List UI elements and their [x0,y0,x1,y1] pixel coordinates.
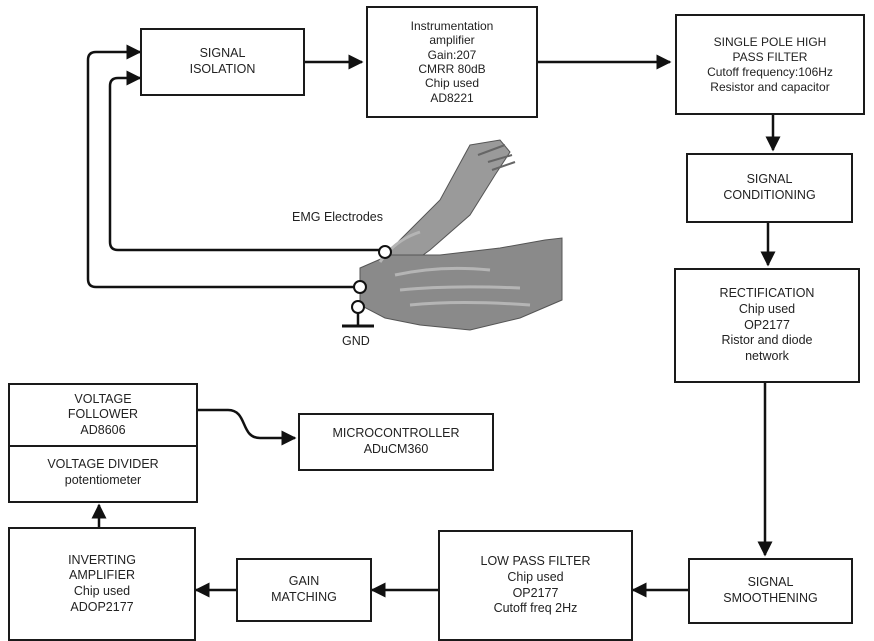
electrode-dot-ground [351,300,365,314]
block-text-line: AD8606 [80,422,126,437]
block-text-line: LOW PASS FILTER [480,554,591,569]
block-text-line: Chip used [73,584,131,598]
block-text-line: Chip used [424,76,480,91]
wire-electrode-upper [108,70,385,252]
block-text-line: Chip used [507,569,564,584]
block-text-line: MICROCONTROLLER [332,426,460,441]
arm-muscle-illustration [359,139,563,331]
block-text-line: SIGNAL [199,46,246,61]
arrow-follower-to-mcu [198,408,297,446]
block-text-line: FOLLOWER [67,407,139,422]
block-text-line: ADOP2177 [70,599,134,614]
block-text-line: Chip used [738,302,796,317]
block-text-line: network [745,348,789,363]
block-text-line: Resistor and capacitor [710,79,830,94]
block-text-line: VOLTAGE [74,391,132,406]
electrode-dot-lower [353,280,367,294]
block-text-line: Instrumentation [410,18,494,33]
emg-electrodes-label: EMG Electrodes [292,210,384,224]
electrode-dot-upper [378,245,392,259]
block-text-line: AMPLIFIER [69,568,135,583]
block-text-line: SIGNAL [746,172,793,187]
block-text-line: OP2177 [744,317,790,332]
block-text-line: Ristor and diode [721,333,813,348]
block-text-line: SINGLE POLE HIGH [713,34,827,49]
block-text-line: PASS FILTER [732,49,808,64]
block-text-line: CONDITIONING [723,188,816,202]
block-text-line: CMRR 80dB [418,62,486,76]
block-text-line: ISOLATION [189,62,256,76]
block-text-line: SIGNAL [747,575,794,590]
block-text-line: OP2177 [512,585,559,600]
block-text-line: Cutoff freq 2Hz [493,601,578,616]
block-text-line: MATCHING [271,590,337,604]
block-text-line: VOLTAGE DIVIDER [47,457,159,472]
block-text-line: ADuCM360 [363,442,429,456]
block-text-line: AD8221 [430,90,474,105]
follower-divider-separator [10,445,196,447]
block-text-line: SMOOTHENING [723,591,818,605]
ground-label: GND [342,334,370,348]
block-text-line: Gain:207 [427,47,477,62]
block-text-line: INVERTING [68,552,136,567]
block-text-line: GAIN [288,574,320,589]
block-text-line: RECTIFICATION [719,286,815,301]
wire-electrode-lower [86,44,358,289]
block-text-line: Cutoff frequency:106Hz [707,64,833,79]
block-text-line: potentiometer [64,473,142,487]
block-text-line: amplifier [429,33,475,48]
